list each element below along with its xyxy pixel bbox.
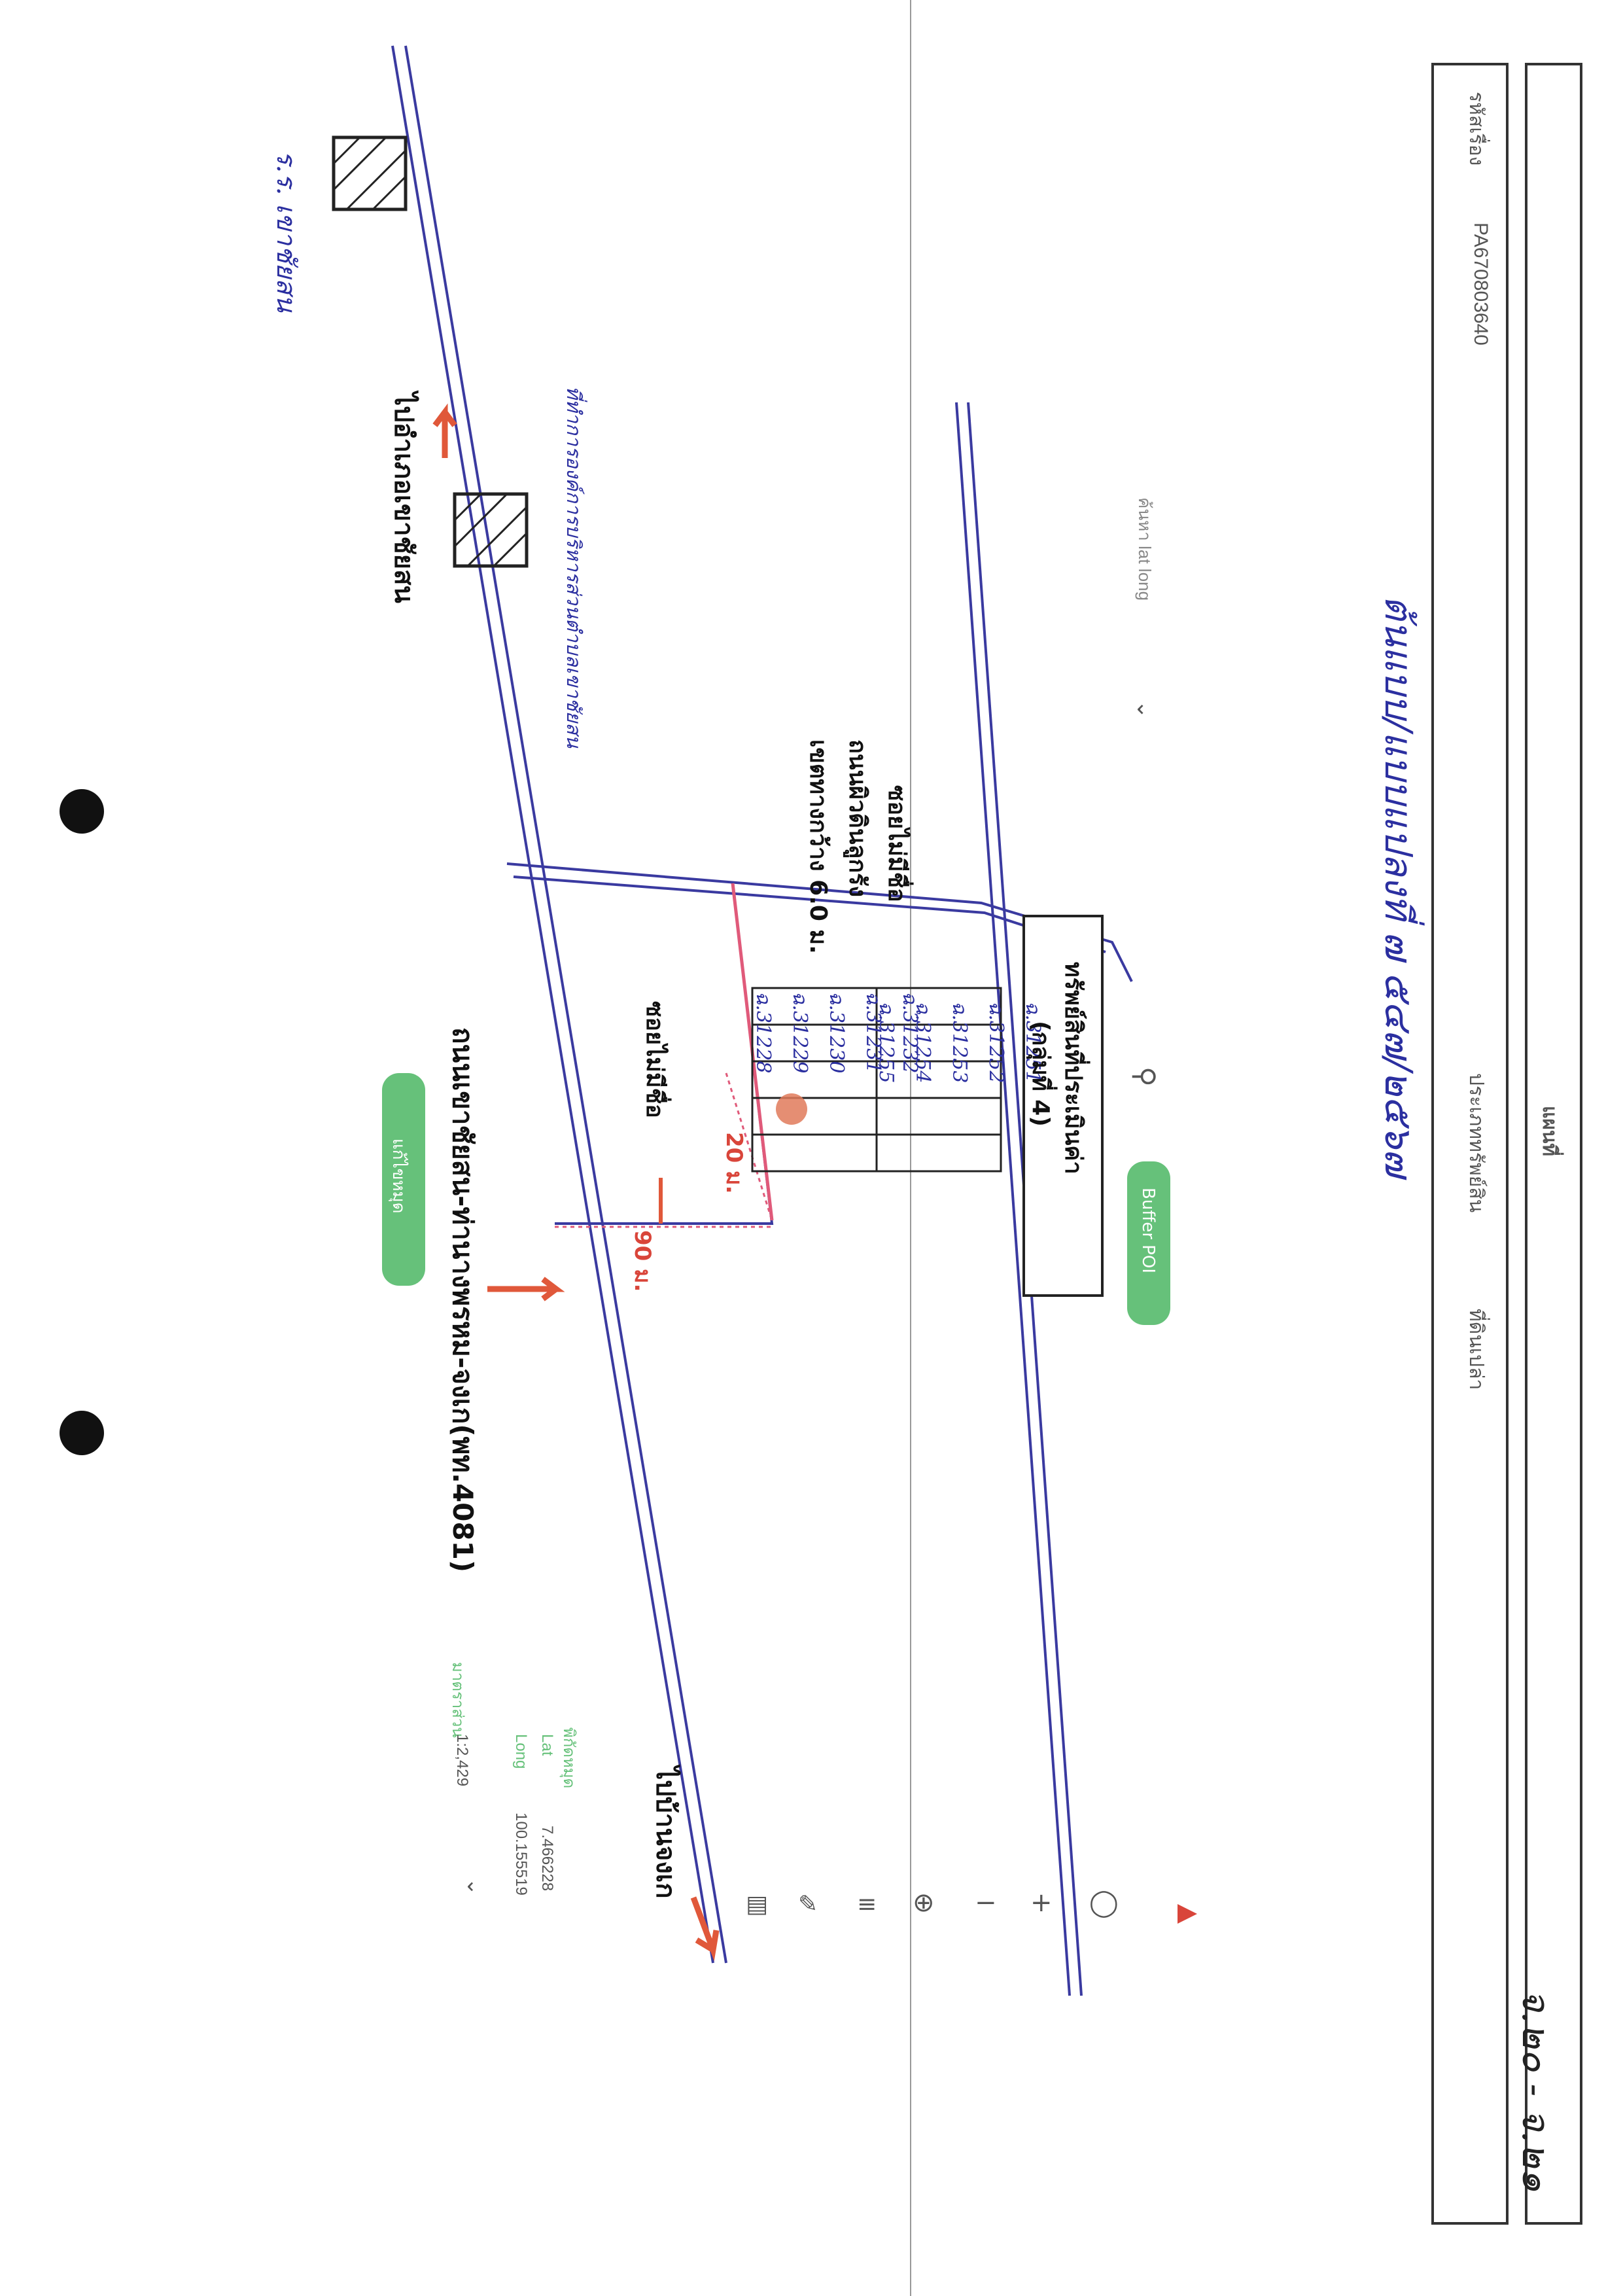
buffer-poi-button[interactable] xyxy=(1127,1161,1170,1325)
parcel-label: ฉ.31253 xyxy=(948,1001,971,1084)
main-road-label: ถนนเขาชัยสน-ท่านางพรหม-จงเก(พท.4081) xyxy=(447,1027,479,1573)
parcel-label: ฉ.31230 xyxy=(825,991,848,1074)
soi-label: ซอยไม่มีชื่อ xyxy=(641,1001,668,1118)
punch-hole xyxy=(60,1411,104,1455)
distance-label: 20 ม. xyxy=(721,1132,747,1194)
dist-20-line xyxy=(725,1072,773,1221)
long-value: 100.155519 xyxy=(512,1812,530,1896)
parcel-grid xyxy=(751,987,1002,1173)
scale-value: 1:2,429 xyxy=(453,1734,471,1787)
info-panel-frame xyxy=(1431,63,1509,2225)
search-icon[interactable]: ⚲ xyxy=(1130,1067,1161,1087)
arrow-south xyxy=(690,1896,720,1962)
zoom-out-icon[interactable]: − xyxy=(975,1888,997,1918)
long-label: Long xyxy=(512,1734,530,1769)
handwritten-top-note: ต้นแบบ/แบบแปลงที่ ๗ ๕๔๗/๒๕๖๗ xyxy=(1376,595,1421,1178)
direction-north-label: ไปอำเภอเขาชัยสน xyxy=(389,393,419,603)
asset-type-label: ประเภททรัพย์สิน xyxy=(1465,1073,1487,1213)
arrow-north xyxy=(432,403,457,458)
soi-label: ซอยไม่มีชื่อ xyxy=(883,785,910,902)
location-marker xyxy=(776,1093,807,1125)
parcel-label: ฉ.31229 xyxy=(788,991,811,1074)
search-input[interactable]: ค้นหา lat long xyxy=(1135,497,1155,601)
punch-hole xyxy=(60,789,104,834)
parcel-label: ฉ.31254 xyxy=(911,1001,934,1084)
main-road-line xyxy=(404,45,727,1964)
direction-south-label: ไปบ้านจงเก xyxy=(650,1767,680,1899)
road-surface-label: ถนนผิวดินลูกรัง xyxy=(844,739,871,898)
chevron-down-icon[interactable]: ⌄ xyxy=(463,1878,487,1896)
main-road-line xyxy=(391,45,714,1964)
distance-label: 90 ม. xyxy=(629,1230,655,1292)
page-reference: จ.๒๐ - จ.๒๑ xyxy=(1514,1989,1558,2192)
coord-title: พิกัดหมุด xyxy=(560,1727,578,1789)
buffer-poi-label: Buffer POI xyxy=(1138,1188,1158,1273)
case-label: รหัสเรื่อง xyxy=(1465,92,1487,166)
locate-icon[interactable]: ⊕ xyxy=(913,1888,935,1918)
arrow-main-road xyxy=(487,1277,565,1301)
lat-label: Lat xyxy=(538,1734,556,1756)
handwritten-office-note: ที่ทำการองค์การบริหารส่วนตำบลเขาชัยสน xyxy=(562,386,585,749)
header-panel-frame xyxy=(1525,63,1582,2225)
stack-icon[interactable]: ≡ xyxy=(857,1891,877,1918)
scale-label: มาตราส่วน xyxy=(449,1662,466,1738)
edit-pin-label: แก้ไขหมุด xyxy=(389,1139,408,1214)
parcel-label: ฉ.31228 xyxy=(752,991,775,1074)
asset-type-value: ที่ดินเปล่า xyxy=(1465,1309,1487,1390)
parcel-label: ฉ.31252 xyxy=(985,1001,1007,1084)
handwritten-school-note: ร.ร. เขาชัยสน xyxy=(271,150,301,312)
ruler-icon[interactable]: ✎ xyxy=(798,1891,818,1918)
asset-title-group: (กลุ่มที่ 4) xyxy=(1027,1021,1054,1127)
clock-icon[interactable]: ◯ xyxy=(1089,1888,1119,1918)
edit-pin-button[interactable] xyxy=(382,1073,425,1286)
asset-title: ทรัพย์สินที่ประเมินค่า xyxy=(1060,962,1087,1174)
hatched-building-school xyxy=(332,135,408,211)
layers-icon[interactable]: ▤ xyxy=(746,1891,769,1918)
lat-value: 7.466228 xyxy=(538,1826,556,1892)
right-road-line xyxy=(955,402,1071,1996)
case-value: PA670803640 xyxy=(1470,222,1492,345)
compass-icon xyxy=(1178,1904,1197,1924)
zoom-in-icon[interactable]: + xyxy=(1030,1888,1053,1918)
chevron-down-icon[interactable]: ⌄ xyxy=(1132,700,1157,719)
road-width-label: เขตทางกว้าง 6.0 ม. xyxy=(805,739,831,954)
map-heading: แผนที่ xyxy=(1539,1106,1560,1157)
hatched-building-office xyxy=(453,492,529,568)
asset-label-box xyxy=(1022,915,1104,1297)
parcel-label: ฉ.31255 xyxy=(875,1001,898,1084)
